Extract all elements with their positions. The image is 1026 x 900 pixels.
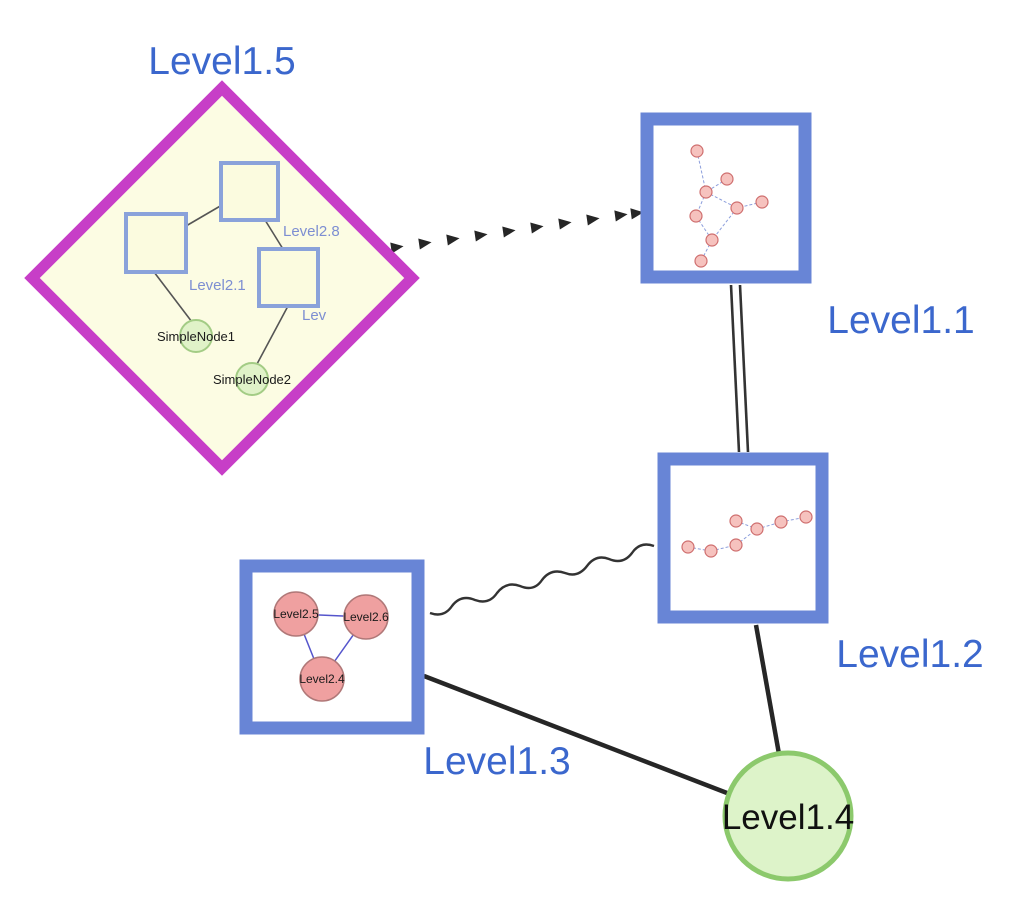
label-level14: Level1.4 <box>722 798 854 837</box>
node-level28[interactable] <box>219 161 280 222</box>
label-level13: Level1.3 <box>423 740 570 783</box>
node-level13[interactable]: Level2.5 Level2.6 Level2.4 <box>239 559 425 735</box>
level11-subgraph <box>689 144 769 268</box>
subgraph-node[interactable] <box>694 254 708 268</box>
edge-level11-level12-double-line <box>729 284 750 453</box>
subgraph-node[interactable] <box>705 233 719 247</box>
label-level26: Level2.6 <box>343 610 389 624</box>
level15-inner-edges <box>153 204 289 365</box>
inner-edge-level28-lev <box>264 219 284 250</box>
subgraph-node[interactable] <box>720 172 734 186</box>
level11-square-shape[interactable] <box>640 112 812 284</box>
subgraph-node[interactable] <box>729 514 743 528</box>
subgraph-node[interactable] <box>729 538 743 552</box>
label-lev: Lev <box>302 307 327 324</box>
subgraph-node[interactable] <box>730 201 744 215</box>
subgraph-node[interactable] <box>704 544 718 558</box>
inner-edge-level21-simplenode1 <box>153 271 193 323</box>
double-line-right <box>738 284 750 453</box>
label-level11: Level1.1 <box>827 299 974 342</box>
subgraph-node[interactable] <box>689 209 703 223</box>
inner-edge-level21-level28 <box>185 204 223 227</box>
subgraph-edge <box>696 150 707 193</box>
subgraph-node[interactable] <box>681 540 695 554</box>
subgraph-node[interactable] <box>755 195 769 209</box>
node-level26[interactable] <box>343 594 389 640</box>
node-simplenode1[interactable] <box>179 319 213 353</box>
subgraph-edge <box>735 520 758 530</box>
level13-square-shape[interactable] <box>239 559 425 735</box>
edge-level12-level13-wavy <box>429 543 655 616</box>
node-level21[interactable] <box>124 212 188 274</box>
level14-circle-shape[interactable] <box>722 750 854 882</box>
label-simplenode2: SimpleNode2 <box>213 372 291 387</box>
subgraph-node[interactable] <box>690 144 704 158</box>
edges-layer <box>390 208 782 796</box>
label-level21: Level2.1 <box>189 277 246 294</box>
subgraph-node[interactable] <box>799 510 813 524</box>
label-level25: Level2.5 <box>273 607 319 621</box>
edge-level15-level11-dashed-arrow <box>390 208 644 254</box>
level15-diamond-shape[interactable] <box>24 80 420 476</box>
node-level25[interactable] <box>273 591 319 637</box>
node-level14[interactable]: Level1.4 <box>722 750 854 882</box>
node-simplenode2[interactable] <box>235 362 269 396</box>
inner-edge-lev-simplenode2 <box>256 305 289 365</box>
edge-level13-level14 <box>423 673 728 796</box>
node-lev[interactable] <box>257 247 320 308</box>
edge-level12-level14 <box>753 624 782 755</box>
label-level12: Level1.2 <box>836 633 983 676</box>
double-line-left <box>729 284 741 453</box>
level12-subgraph <box>681 510 813 558</box>
node-level15[interactable]: Level2.8 Level2.1 Lev SimpleNode1 Simple… <box>24 80 420 476</box>
subgraph-edge <box>687 546 712 552</box>
label-level15: Level1.5 <box>148 40 295 83</box>
node-level24[interactable] <box>299 656 345 702</box>
subgraph-edge <box>700 239 713 262</box>
label-level24: Level2.4 <box>299 672 345 686</box>
node-level12[interactable] <box>657 452 829 624</box>
subgraph-node[interactable] <box>750 522 764 536</box>
node-level11[interactable] <box>640 112 812 284</box>
subgraph-node[interactable] <box>774 515 788 529</box>
subgraph-node[interactable] <box>699 185 713 199</box>
level12-square-shape[interactable] <box>657 452 829 624</box>
subgraph-edge <box>711 207 738 241</box>
label-simplenode1: SimpleNode1 <box>157 329 235 344</box>
label-level28: Level2.8 <box>283 223 340 240</box>
